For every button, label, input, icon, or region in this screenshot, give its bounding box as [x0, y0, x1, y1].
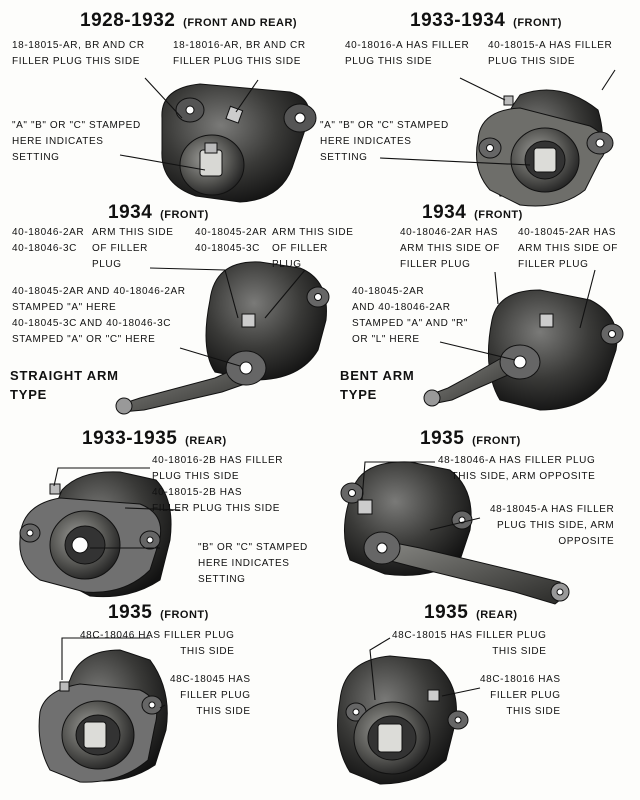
panel-3-label-arm-a: ARM THIS SIDE OF FILLER PLUG	[92, 227, 174, 270]
shock-absorber-1935-front-arm	[340, 461, 570, 605]
shock-absorber-1933-1935-rear	[19, 471, 172, 598]
panel-6-title: 1935 (FRONT)	[420, 428, 521, 450]
panel-7-title-years: 1935	[108, 602, 153, 623]
shock-absorber-1934-bent-arm	[423, 289, 624, 411]
panel-3-type-label: STRAIGHT ARM TYPE	[10, 368, 119, 402]
panel-1-title-position: (FRONT AND REAR)	[183, 17, 298, 29]
panel-7-label-bottom: 48C-18045 HAS FILLER PLUG THIS SIDE	[170, 674, 251, 717]
panel-6-label-top: 48-18046-A HAS FILLER PLUG THIS SIDE, AR…	[438, 455, 596, 482]
panel-7-title: 1935 (FRONT)	[108, 602, 209, 624]
panel-4-label-right: 40-18045-2AR HAS ARM THIS SIDE OF FILLER…	[518, 227, 618, 270]
panel-3-title-years: 1934	[108, 202, 153, 223]
shock-absorber-1935-front	[38, 649, 168, 783]
panel-2-title-position: (FRONT)	[513, 17, 562, 29]
panel-4-label-stamp: 40-18045-2AR AND 40-18046-2AR STAMPED "A…	[352, 286, 468, 345]
panel-8-label-top: 48C-18015 HAS FILLER PLUG THIS SIDE	[392, 630, 547, 657]
panel-4-label-left: 40-18046-2AR HAS ARM THIS SIDE OF FILLER…	[400, 227, 500, 270]
panel-3-label-arm-b: ARM THIS SIDE OF FILLER PLUG	[272, 227, 354, 270]
panel-3-label-part-b: 40-18045-2AR 40-18045-3C	[195, 227, 268, 254]
panel-5-title-years: 1933-1935	[82, 428, 178, 449]
panel-3-label-part-a: 40-18046-2AR 40-18046-3C	[12, 227, 85, 254]
panel-1-title-years: 1928-1932	[80, 10, 176, 31]
panel-1-label-left: 18-18015-AR, BR AND CR FILLER PLUG THIS …	[12, 40, 145, 67]
panel-2-label-right: 40-18015-A HAS FILLER PLUG THIS SIDE	[488, 40, 613, 67]
shock-absorber-1934-straight-arm	[115, 261, 330, 415]
panel-5-title-position: (REAR)	[185, 435, 227, 447]
panel-1-label-setting: "A" "B" OR "C" STAMPED HERE INDICATES SE…	[12, 120, 141, 163]
panel-2-label-left: 40-18016-A HAS FILLER PLUG THIS SIDE	[345, 40, 470, 67]
panel-6-label-bottom: 48-18045-A HAS FILLER PLUG THIS SIDE, AR…	[490, 504, 615, 547]
shock-absorber-1933-1934	[476, 89, 614, 207]
panel-2-label-setting: "A" "B" OR "C" STAMPED HERE INDICATES SE…	[320, 120, 449, 163]
panel-4-type-label: BENT ARM TYPE	[340, 368, 415, 402]
panel-5-label-setting: "B" OR "C" STAMPED HERE INDICATES SETTIN…	[198, 542, 308, 585]
shock-absorber-1935-rear	[337, 655, 469, 785]
panel-4-title: 1934 (FRONT)	[422, 202, 523, 224]
panel-2-title-years: 1933-1934	[410, 10, 506, 31]
panel-3-title: 1934 (FRONT)	[108, 202, 209, 224]
panel-3-label-stamp: 40-18045-2AR AND 40-18046-2AR STAMPED "A…	[12, 286, 186, 345]
panel-5-label-filler: 40-18016-2B HAS FILLER PLUG THIS SIDE 40…	[152, 455, 284, 514]
panel-4-title-position: (FRONT)	[474, 209, 523, 221]
panel-6-title-years: 1935	[420, 428, 465, 449]
panel-8-title-position: (REAR)	[476, 609, 518, 621]
panel-7-title-position: (FRONT)	[160, 609, 209, 621]
panel-6-title-position: (FRONT)	[472, 435, 521, 447]
panel-2-title: 1933-1934 (FRONT)	[410, 10, 562, 32]
shock-absorber-1928-1932	[161, 83, 317, 203]
panel-8-label-bottom: 48C-18016 HAS FILLER PLUG THIS SIDE	[480, 674, 561, 717]
panel-8-title: 1935 (REAR)	[424, 602, 518, 624]
panel-1-title: 1928-1932 (FRONT AND REAR)	[80, 10, 297, 32]
leader-lines	[53, 69, 616, 709]
panel-5-title: 1933-1935 (REAR)	[82, 428, 227, 450]
panel-1-label-right: 18-18016-AR, BR AND CR FILLER PLUG THIS …	[173, 40, 306, 67]
panel-8-title-years: 1935	[424, 602, 469, 623]
panel-7-label-top: 48C-18046 HAS FILLER PLUG THIS SIDE	[80, 630, 235, 657]
panel-4-title-years: 1934	[422, 202, 467, 223]
panel-3-title-position: (FRONT)	[160, 209, 209, 221]
